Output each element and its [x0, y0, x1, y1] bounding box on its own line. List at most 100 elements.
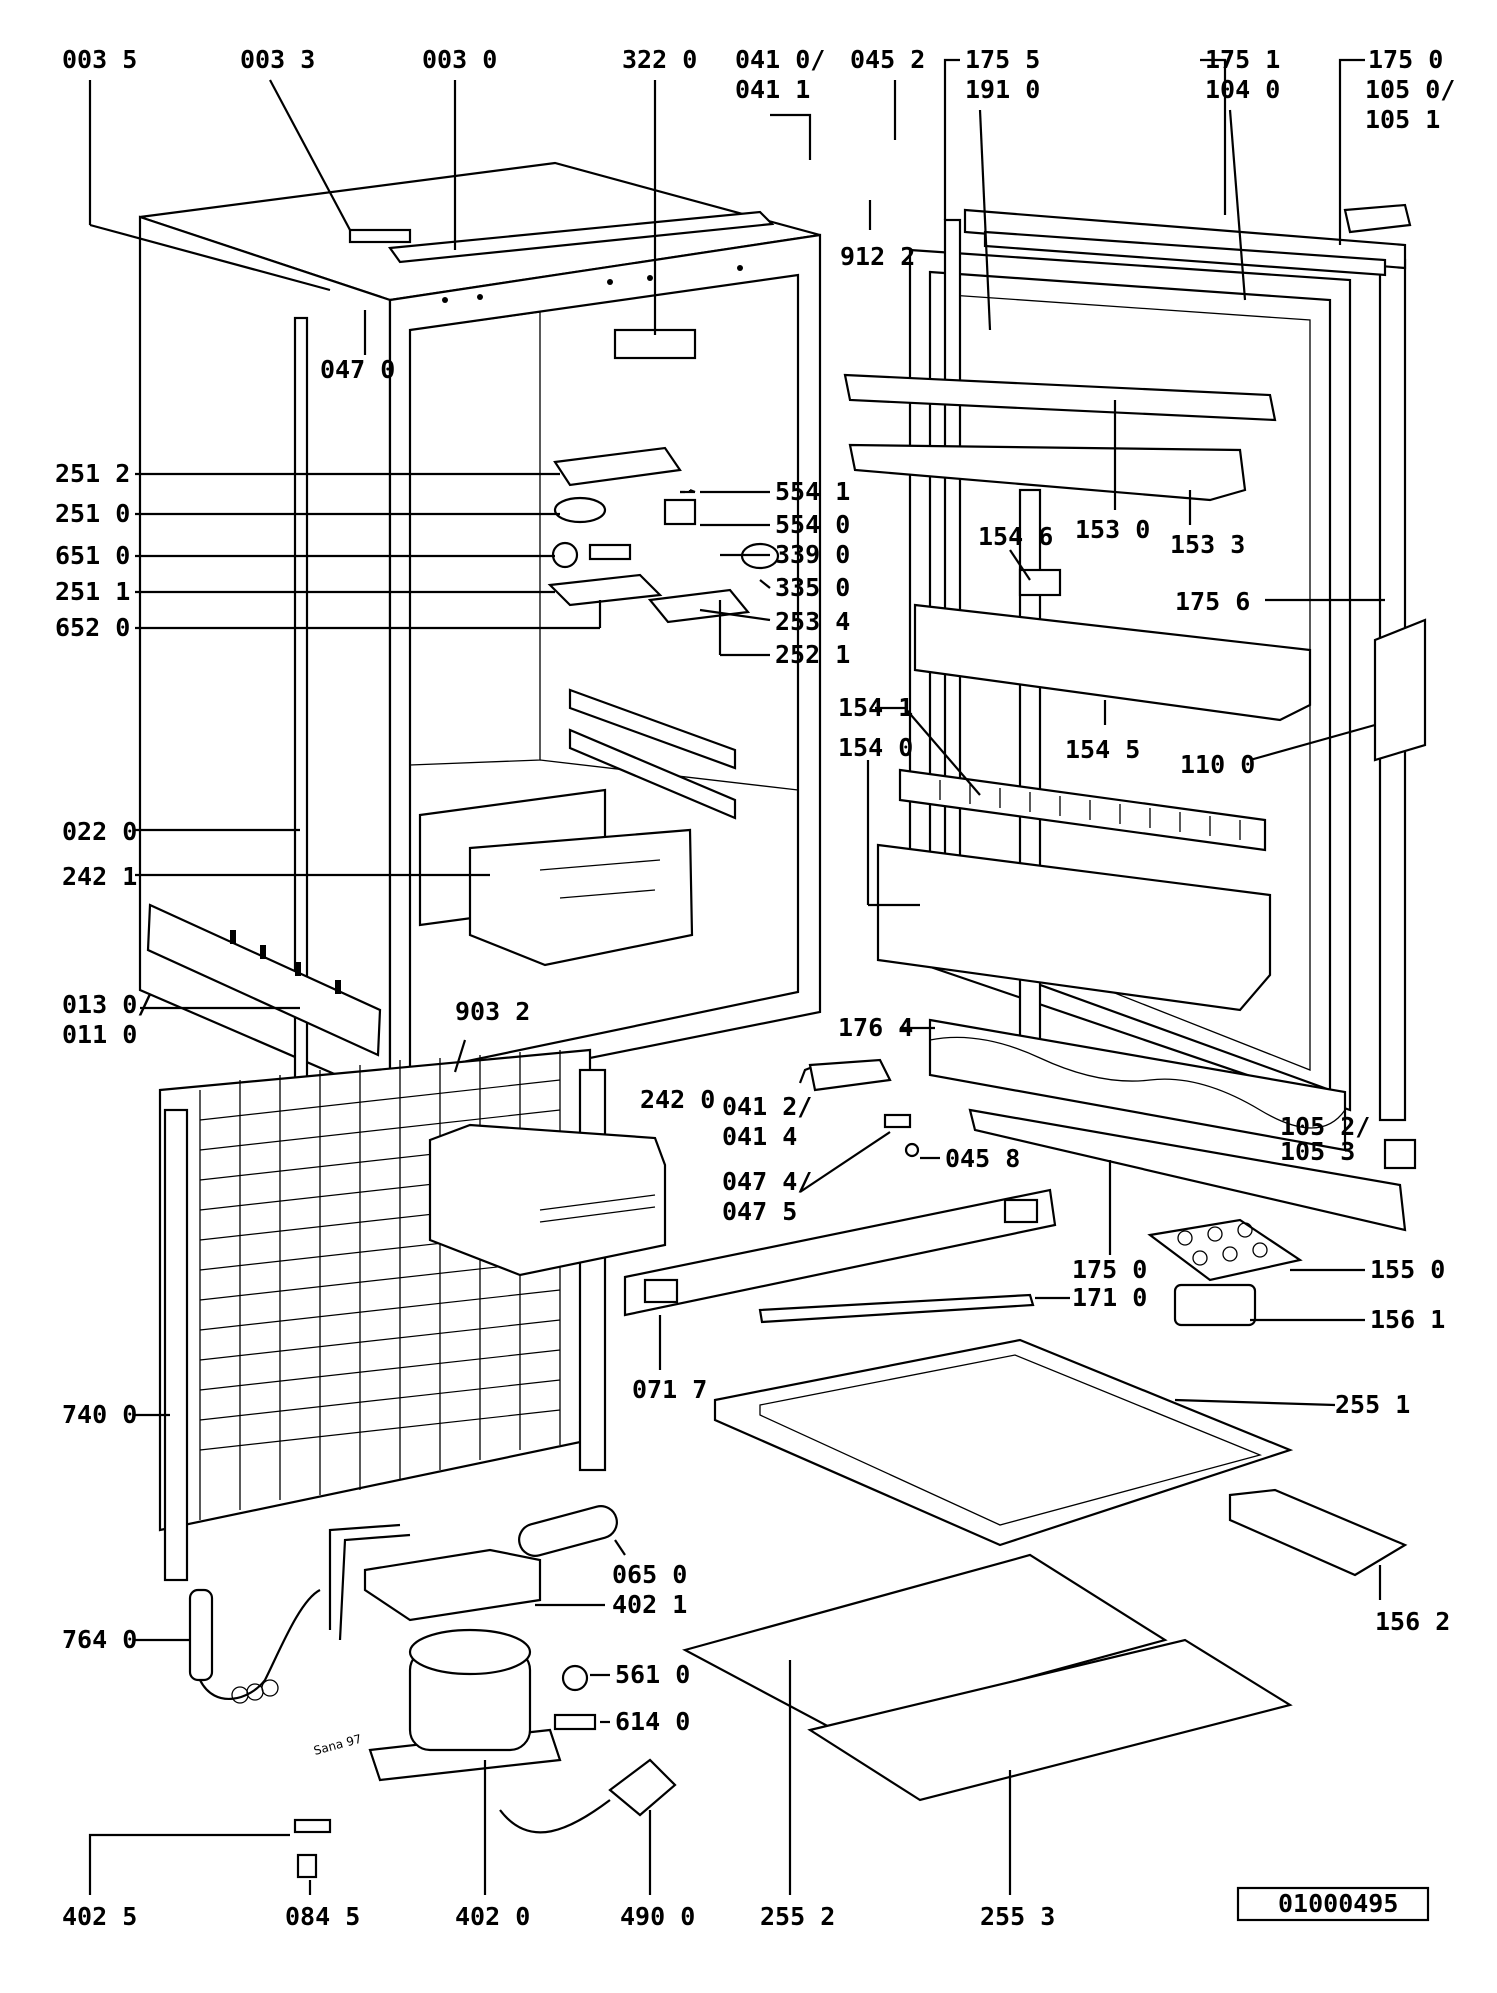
- door-stop-105-2: [1383, 1138, 1417, 1170]
- part-labels: 003 5 003 3 003 0 322 0 041 0/ 041 1 045…: [55, 45, 1455, 1931]
- filter: [518, 1505, 618, 1557]
- label-175-6: 175 6: [1175, 587, 1250, 616]
- door-shelf-154-5: [913, 603, 1312, 722]
- label-153-3: 153 3: [1170, 530, 1245, 559]
- label-175-5: 175 5: [965, 45, 1040, 74]
- front-panel: [146, 903, 382, 1057]
- label-554-0: 554 0: [775, 510, 850, 539]
- label-171-0: 171 0: [1072, 1283, 1147, 1312]
- label-047-5: 047 5: [722, 1197, 797, 1226]
- label-740-0: 740 0: [62, 1400, 137, 1429]
- label-156-2: 156 2: [1375, 1607, 1450, 1636]
- label-176-4: 176 4: [838, 1013, 913, 1042]
- label-651-0: 651 0: [55, 541, 130, 570]
- label-071-7: 071 7: [632, 1375, 707, 1404]
- door-shelf-154-0: [876, 843, 1272, 1012]
- label-105-3: 105 3: [1280, 1137, 1355, 1166]
- butter-box-156-2: [1228, 1488, 1408, 1577]
- label-242-0: 242 0: [640, 1085, 715, 1114]
- label-045-2: 045 2: [850, 45, 925, 74]
- door-shelf-153: [843, 373, 1277, 502]
- label-251-0: 251 0: [55, 499, 130, 528]
- label-175-0-bottom: 175 0: [1072, 1255, 1147, 1284]
- label-255-2: 255 2: [760, 1902, 835, 1931]
- vent-grille-071-7: [623, 1188, 1057, 1317]
- label-175-0-top: 175 0: [1368, 45, 1443, 74]
- label-764-0: 764 0: [62, 1625, 137, 1654]
- label-041-4: 041 4: [722, 1122, 797, 1151]
- label-041-2: 041 2/: [722, 1092, 812, 1121]
- label-561-0: 561 0: [615, 1660, 690, 1689]
- label-251-2: 251 2: [55, 459, 130, 488]
- label-252-1: 252 1: [775, 640, 850, 669]
- label-253-4: 253 4: [775, 607, 850, 636]
- small-parts: [293, 1664, 677, 1879]
- label-104-0: 104 0: [1205, 75, 1280, 104]
- label-065-0: 065 0: [612, 1560, 687, 1589]
- crisper-242-1: [418, 788, 694, 967]
- label-255-3: 255 3: [980, 1902, 1055, 1931]
- label-242-1: 242 1: [62, 862, 137, 891]
- glass-shelf-255-2: [682, 1553, 1168, 1732]
- label-084-5: 084 5: [285, 1902, 360, 1931]
- kickplate-175-0: [968, 1108, 1407, 1232]
- compressor-bracket: [363, 1548, 542, 1622]
- label-047-4: 047 4/: [722, 1167, 812, 1196]
- label-154-1: 154 1: [838, 693, 913, 722]
- label-402-5: 402 5: [62, 1902, 137, 1931]
- label-045-8: 045 8: [945, 1144, 1020, 1173]
- butter-dish-156-1: [1173, 1283, 1257, 1327]
- label-013-0: 013 0/: [62, 990, 152, 1019]
- label-652-0: 652 0: [55, 613, 130, 642]
- leader-lines: [88, 58, 1385, 1895]
- label-175-1: 175 1: [1205, 45, 1280, 74]
- label-003-3: 003 3: [240, 45, 315, 74]
- label-041-1: 041 1: [735, 75, 810, 104]
- egg-tray-155-0: [1147, 1218, 1303, 1282]
- label-335-0: 335 0: [775, 573, 850, 602]
- label-903-2: 903 2: [455, 997, 530, 1026]
- label-105-0: 105 0/: [1365, 75, 1455, 104]
- label-339-0: 339 0: [775, 540, 850, 569]
- label-322-0: 322 0: [622, 45, 697, 74]
- glass-shelf-255-3: [807, 1638, 1293, 1802]
- thermostat: [188, 1588, 321, 1704]
- label-156-1: 156 1: [1370, 1305, 1445, 1334]
- label-912-2: 912 2: [840, 242, 915, 271]
- compressor: [328, 1523, 562, 1782]
- label-402-1: 402 1: [612, 1590, 687, 1619]
- label-251-1: 251 1: [55, 577, 130, 606]
- door-bottom-cover: [928, 1018, 1347, 1152]
- label-490-0: 490 0: [620, 1902, 695, 1931]
- label-153-0: 153 0: [1075, 515, 1150, 544]
- shelf-rails: [568, 688, 737, 820]
- label-402-0: 402 0: [455, 1902, 530, 1931]
- label-154-5: 154 5: [1065, 735, 1140, 764]
- label-154-6: 154 6: [978, 522, 1053, 551]
- label-154-0: 154 0: [838, 733, 913, 762]
- hinge-cap-105-0: [1343, 203, 1412, 234]
- label-022-0: 022 0: [62, 817, 137, 846]
- crisper-242-0: [428, 1123, 667, 1277]
- drawing-code: 01000495: [1278, 1889, 1398, 1918]
- label-105-2: 105 2/: [1280, 1112, 1370, 1141]
- label-011-0: 011 0: [62, 1020, 137, 1049]
- lamp-housing: [547, 328, 780, 624]
- label-041-0: 041 0/: [735, 45, 825, 74]
- signature: Sana 97: [312, 1732, 363, 1758]
- drawing-code-box: [1236, 1886, 1430, 1922]
- trim-171-0: [758, 1293, 1035, 1324]
- label-191-0: 191 0: [965, 75, 1040, 104]
- label-003-5: 003 5: [62, 45, 137, 74]
- label-105-1: 105 1: [1365, 105, 1440, 134]
- label-003-0: 003 0: [422, 45, 497, 74]
- label-255-1: 255 1: [1335, 1390, 1410, 1419]
- label-047-0: 047 0: [320, 355, 395, 384]
- label-614-0: 614 0: [615, 1707, 690, 1736]
- label-110-0: 110 0: [1180, 750, 1255, 779]
- glass-shelf-255-1: [713, 1338, 1294, 1547]
- door-shelf-154-1: [898, 768, 1267, 852]
- hinge-lower: [808, 1058, 920, 1158]
